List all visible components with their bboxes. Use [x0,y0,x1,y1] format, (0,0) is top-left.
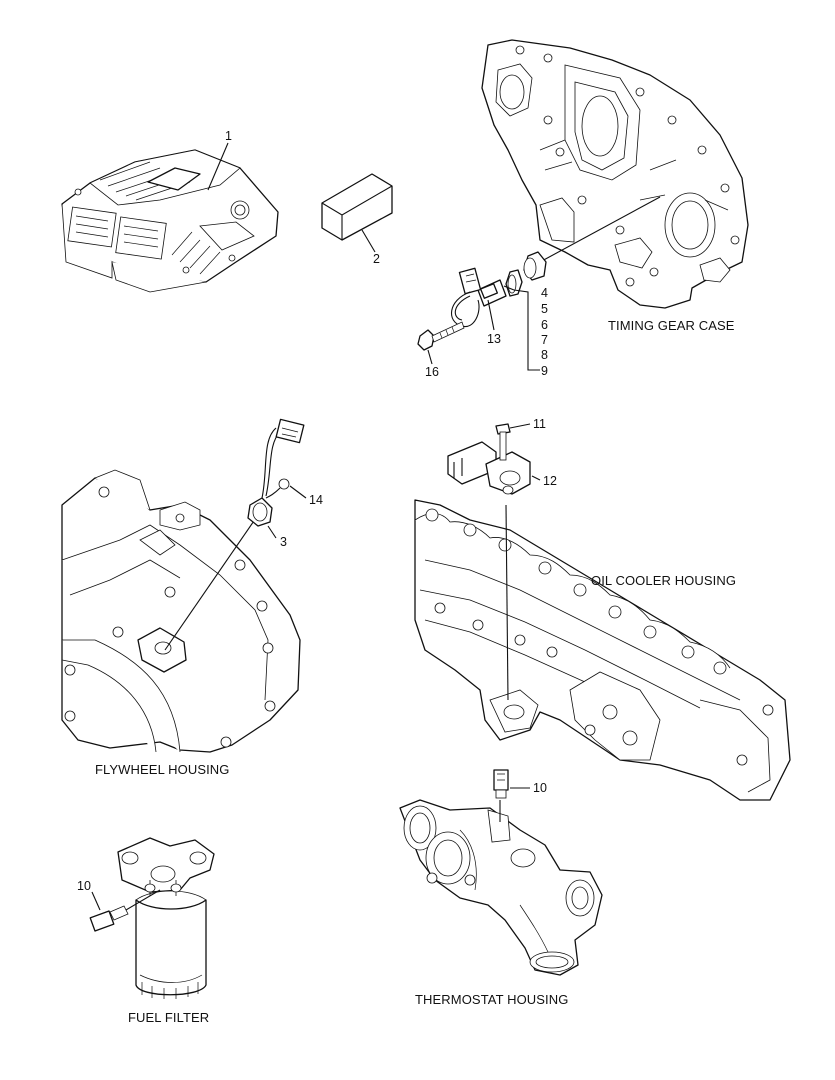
mounting-block [321,173,393,241]
bolt-16 [417,321,465,351]
caption-flywheel-housing: FLYWHEEL HOUSING [95,762,230,777]
thermostat-housing [399,799,603,976]
callout-10-thermostat: 10 [533,781,547,795]
callout-9: 9 [541,364,548,378]
callout-8: 8 [541,348,548,362]
callout-16: 16 [425,365,439,379]
caption-thermostat-housing: THERMOSTAT HOUSING [415,992,569,1007]
callout-11: 11 [533,417,546,431]
caption-oil-cooler-housing: OIL COOLER HOUSING [591,573,737,588]
temperature-sensor-lower [89,905,129,932]
callout-10-fuel-filter: 10 [77,879,91,893]
crankshaft-sensor [247,418,305,527]
callout-3: 3 [280,535,287,549]
callout-5: 5 [541,302,548,316]
camshaft-sensor-assembly [451,251,547,328]
oil-pressure-sensor [447,423,531,495]
flywheel-housing [61,469,301,753]
caption-fuel-filter: FUEL FILTER [128,1010,210,1025]
callout-13: 13 [487,332,501,346]
callout-4: 4 [541,286,548,300]
caption-timing-gear-case: TIMING GEAR CASE [608,318,735,333]
ecu-module [61,149,279,293]
callout-1: 1 [225,129,232,143]
callout-7: 7 [541,333,548,347]
timing-gear-case [481,39,749,309]
callout-2: 2 [373,252,380,266]
callout-12: 12 [543,474,557,488]
fuel-filter [117,837,215,999]
oil-cooler-housing [414,499,791,801]
callout-14: 14 [309,493,323,507]
temperature-sensor-upper [493,769,509,799]
callout-6: 6 [541,318,548,332]
